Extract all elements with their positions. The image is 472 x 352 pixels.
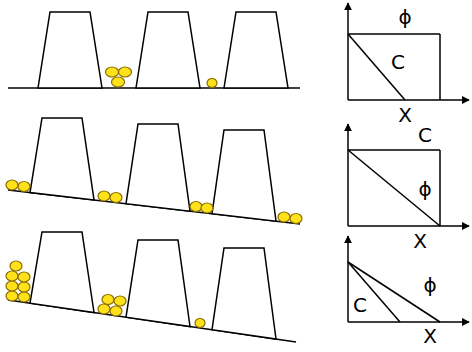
mesa — [38, 12, 102, 88]
mesa — [136, 12, 200, 88]
axis-label: C — [391, 51, 405, 73]
particle — [6, 281, 18, 291]
x-axis — [348, 99, 469, 101]
mesa — [30, 118, 94, 200]
axis-label: X — [413, 230, 427, 252]
axis-label: X — [398, 104, 412, 126]
particle — [190, 202, 202, 212]
particle — [18, 292, 30, 302]
particle — [106, 67, 119, 77]
axis-label: ϕ — [423, 274, 436, 296]
mesa — [126, 124, 190, 211]
particle — [6, 180, 18, 190]
particle — [98, 191, 110, 201]
profile-curve — [348, 149, 440, 151]
profile-curve — [348, 33, 440, 35]
graph-frame — [439, 150, 441, 226]
y-axis — [347, 3, 349, 100]
particle — [278, 212, 290, 222]
mesa — [126, 240, 190, 327]
y-axis — [347, 124, 349, 226]
axis-label: X — [423, 325, 437, 347]
profile-curve — [348, 34, 405, 100]
axis-label: C — [418, 124, 432, 146]
graph-frame — [439, 34, 441, 100]
mesa — [30, 232, 94, 313]
x-axis — [348, 225, 469, 227]
particle — [98, 304, 110, 314]
particle — [10, 261, 22, 271]
particle — [207, 79, 217, 88]
mesa — [212, 130, 276, 221]
profile-curve — [348, 150, 440, 226]
particle — [102, 295, 114, 305]
particle — [201, 203, 213, 213]
mesa — [224, 12, 288, 88]
axis-label: C — [353, 294, 367, 316]
particle — [114, 296, 126, 306]
y-axis — [347, 236, 349, 322]
particle — [112, 77, 125, 87]
mesa — [212, 248, 276, 339]
particle — [18, 272, 30, 282]
profile-curve — [348, 262, 400, 322]
particle — [6, 271, 18, 281]
particle — [18, 282, 30, 292]
particle — [6, 291, 18, 301]
particle — [119, 67, 132, 77]
axis-label: ϕ — [418, 178, 431, 200]
particle — [290, 214, 302, 224]
x-axis — [348, 321, 469, 323]
particle — [195, 319, 205, 328]
particle — [110, 193, 122, 203]
particle — [110, 306, 122, 316]
axis-label: ϕ — [398, 6, 411, 28]
particle — [18, 182, 30, 192]
profile-curve — [348, 262, 440, 322]
